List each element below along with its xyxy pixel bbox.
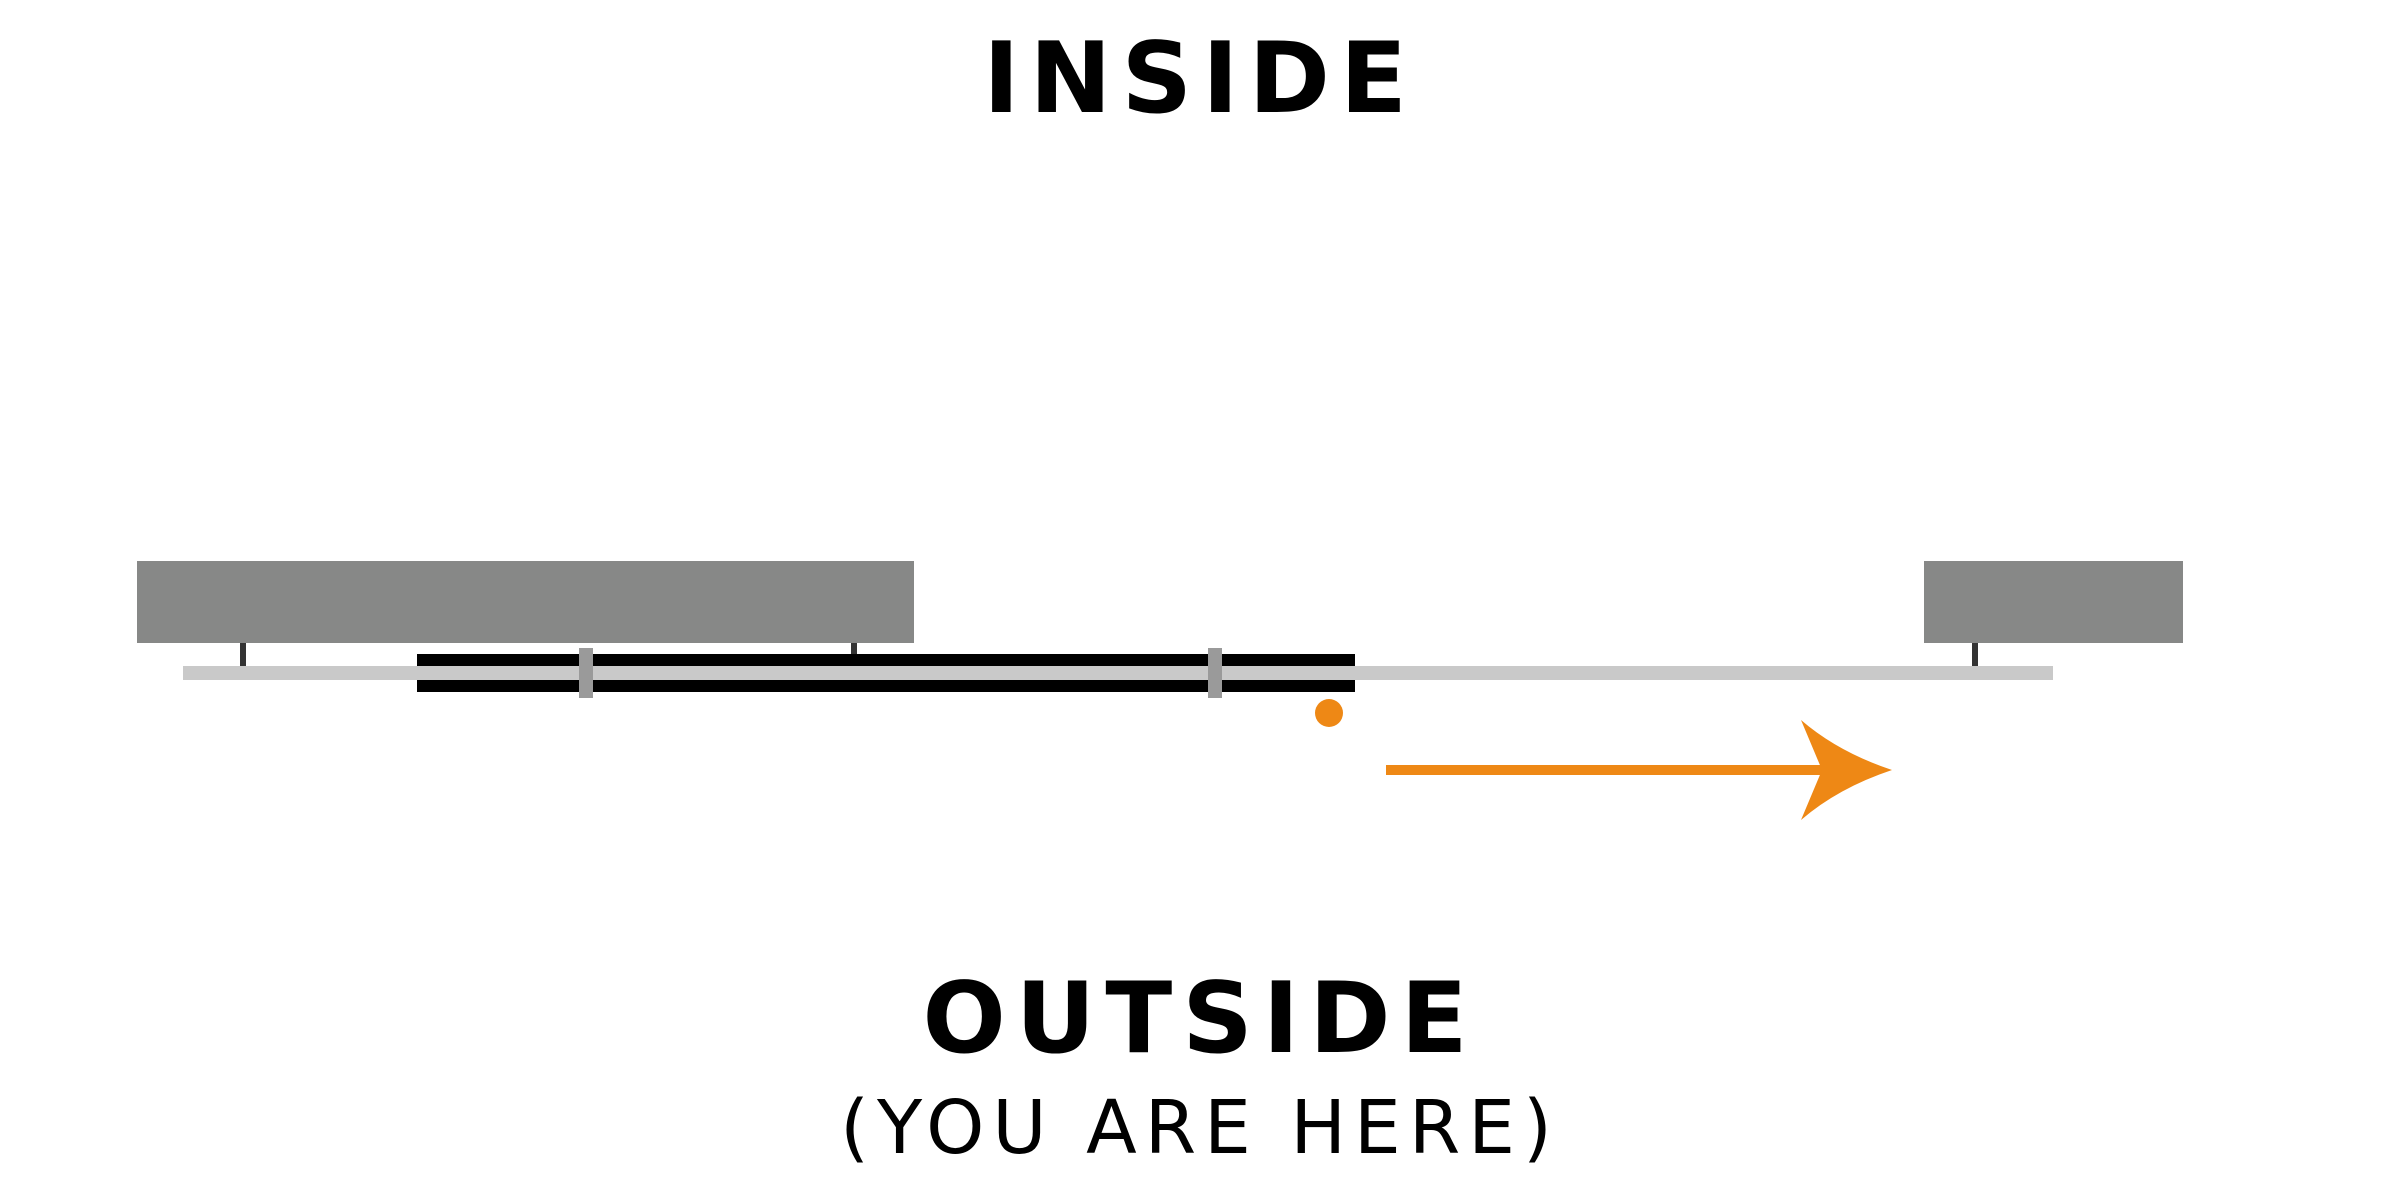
left-block: [137, 561, 914, 643]
marker-left: [579, 648, 593, 698]
outside-label: OUTSIDE: [922, 962, 1478, 1076]
light-rail: [183, 666, 2053, 680]
arrow-head-icon: [1801, 720, 1892, 820]
right-block: [1924, 561, 2183, 643]
inside-label: INSIDE: [983, 22, 1417, 136]
marker-right: [1208, 648, 1222, 698]
you-are-here-label: (YOU ARE HERE): [840, 1085, 1560, 1171]
post-left: [240, 643, 246, 667]
arrow-shaft: [1386, 765, 1826, 775]
position-dot: [1315, 699, 1343, 727]
post-right: [1972, 643, 1978, 667]
